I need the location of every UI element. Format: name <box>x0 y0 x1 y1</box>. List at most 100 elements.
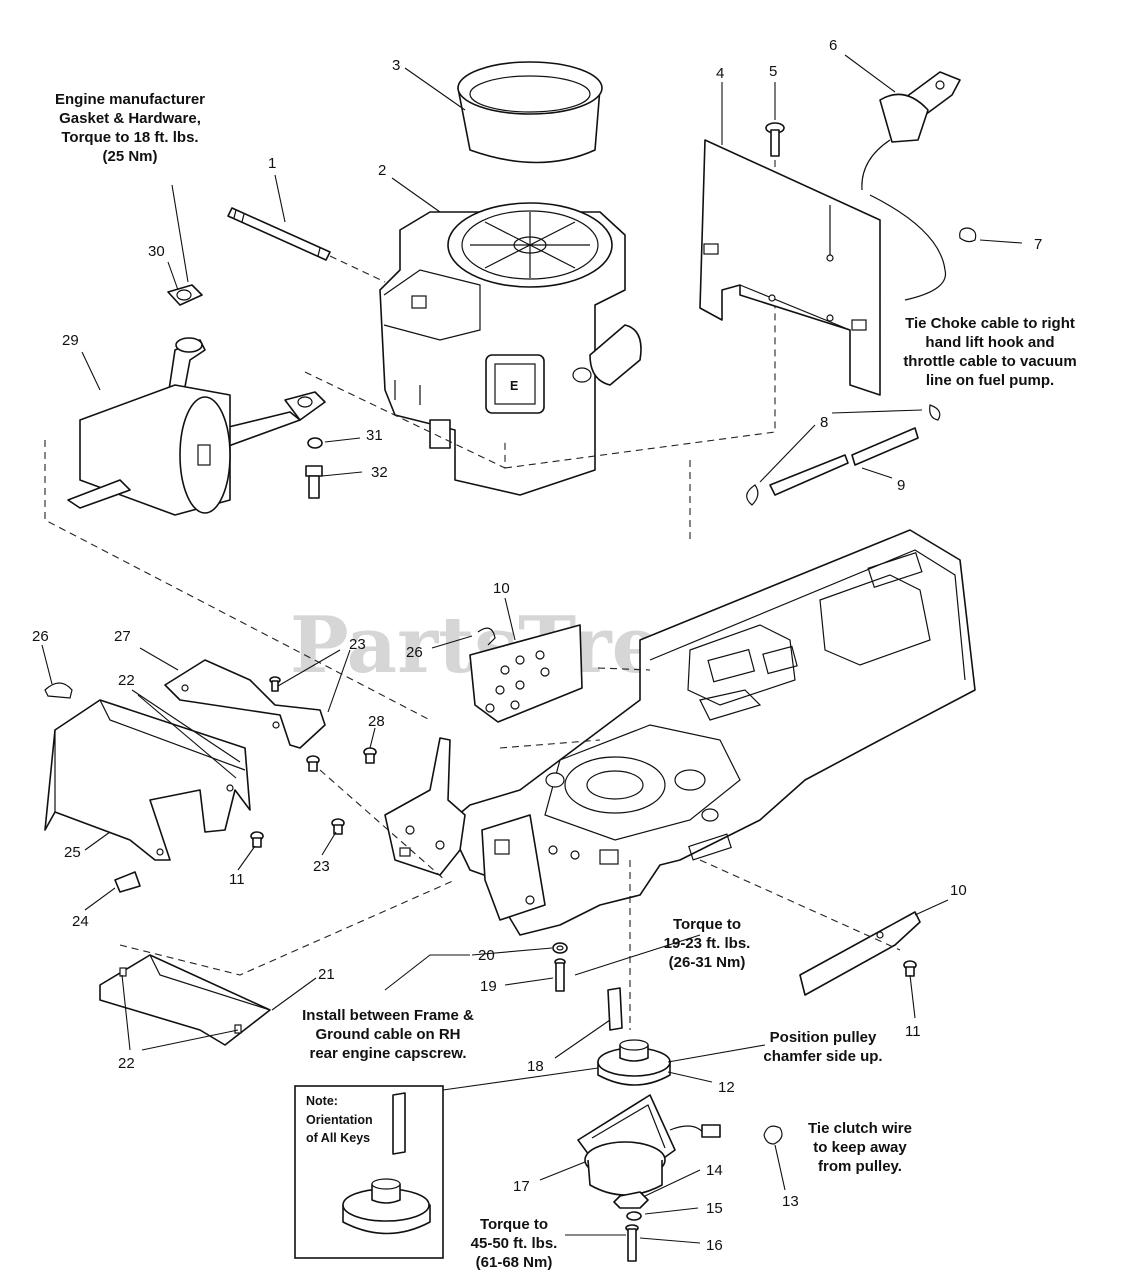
callout-25: 25 <box>64 844 81 861</box>
callout-13: 13 <box>782 1193 799 1210</box>
note-choke-line-4: line on fuel pump. <box>926 372 1054 389</box>
note-torque-clutch: Torque to 45-50 ft. lbs. (61-68 Nm) <box>471 1216 558 1271</box>
bolt-shield-rear <box>306 755 320 772</box>
callout-32: 32 <box>371 464 388 481</box>
callout-2: 2 <box>378 162 386 179</box>
callout-numbers: 1 2 3 4 5 6 7 8 9 10 10 11 11 12 13 14 1… <box>32 37 1042 1254</box>
callout-19: 19 <box>480 978 497 995</box>
engine: E <box>379 202 642 496</box>
throttle-control <box>861 71 961 301</box>
bolt-28 <box>363 747 377 764</box>
note-clutch-wire-line-3: from pulley. <box>818 1158 902 1175</box>
svg-text:E: E <box>510 379 518 393</box>
callout-12: 12 <box>718 1079 735 1096</box>
keys-note-line-3: of All Keys <box>306 1131 370 1145</box>
callout-16: 16 <box>706 1237 723 1254</box>
callout-23-lower: 23 <box>313 858 330 875</box>
callout-10-lower: 10 <box>950 882 967 899</box>
cable-clip <box>959 227 977 243</box>
note-clutch-wire-line-2: to keep away <box>813 1139 907 1156</box>
exhaust-bolt <box>305 465 323 499</box>
note-ground-line-3: rear engine capscrew. <box>309 1045 466 1062</box>
callout-18: 18 <box>527 1058 544 1075</box>
bolt-16 <box>625 1224 639 1262</box>
wire-clip-26-left <box>44 682 73 699</box>
note-torque-bolt-line-2: 19-23 ft. lbs. <box>664 935 751 952</box>
hoses <box>769 427 919 496</box>
callout-21: 21 <box>318 966 335 983</box>
note-pulley: Position pulley chamfer side up. <box>763 1029 882 1065</box>
clutch-wire-clip <box>763 1125 783 1145</box>
callout-11-right: 11 <box>905 1023 921 1040</box>
keys-note-line-2: Orientation <box>306 1113 373 1127</box>
note-choke-line-3: throttle cable to vacuum <box>903 353 1076 370</box>
bolt-11-left <box>250 831 264 848</box>
note-choke-line-2: hand lift hook and <box>925 334 1054 351</box>
note-clutch-wire: Tie clutch wire to keep away from pulley… <box>808 1120 912 1175</box>
key-18 <box>607 987 623 1031</box>
shield-bracket <box>164 659 326 749</box>
callout-14: 14 <box>706 1162 723 1179</box>
note-torque-clutch-line-1: Torque to <box>480 1216 548 1233</box>
bottom-shield <box>99 954 271 1046</box>
note-torque-bolt-line-1: Torque to <box>673 916 741 933</box>
lock-washer <box>307 437 323 449</box>
callout-10-upper: 10 <box>493 580 510 597</box>
wire-clip-26-right <box>477 627 496 646</box>
callout-28: 28 <box>368 713 385 730</box>
cable-ties <box>746 404 941 506</box>
callout-15: 15 <box>706 1200 723 1217</box>
note-gasket-line-2: Gasket & Hardware, <box>59 110 201 127</box>
electric-clutch <box>577 1094 721 1196</box>
callout-27: 27 <box>114 628 131 645</box>
washer-15 <box>626 1211 642 1221</box>
callout-3: 3 <box>392 57 400 74</box>
callout-8: 8 <box>820 414 828 431</box>
note-torque-clutch-line-2: 45-50 ft. lbs. <box>471 1235 558 1252</box>
callout-31: 31 <box>366 427 383 444</box>
air-filter-ring <box>457 61 603 164</box>
bolt-19 <box>554 958 566 992</box>
exhaust-gasket <box>167 284 203 306</box>
callout-11-left: 11 <box>229 871 245 888</box>
note-choke-line-1: Tie Choke cable to right <box>905 315 1075 332</box>
callout-9: 9 <box>897 477 905 494</box>
callout-24: 24 <box>72 913 89 930</box>
note-torque-bolt: Torque to 19-23 ft. lbs. (26-31 Nm) <box>664 916 751 971</box>
bolt-11-right <box>903 960 917 977</box>
callout-22-upper: 22 <box>118 672 135 689</box>
callout-26-left: 26 <box>32 628 49 645</box>
callout-23-upper: 23 <box>349 636 366 653</box>
callout-1: 1 <box>268 155 276 172</box>
note-clutch-wire-line-1: Tie clutch wire <box>808 1120 912 1137</box>
callout-20: 20 <box>478 947 495 964</box>
hex-nut-14 <box>613 1191 649 1209</box>
note-choke: Tie Choke cable to right hand lift hook … <box>903 315 1076 389</box>
callout-6: 6 <box>829 37 837 54</box>
callout-17: 17 <box>513 1178 530 1195</box>
callout-29: 29 <box>62 332 79 349</box>
bolt-23-upper <box>269 676 281 692</box>
note-pulley-line-1: Position pulley <box>770 1029 877 1046</box>
note-ground-line-2: Ground cable on RH <box>315 1026 460 1043</box>
tractor-frame <box>451 529 976 936</box>
dipstick-tube <box>227 207 386 283</box>
engine-mount-bracket <box>384 737 466 876</box>
callout-30: 30 <box>148 243 165 260</box>
leader-lines <box>41 54 1023 1244</box>
callout-26-right: 26 <box>406 644 423 661</box>
bracket-plate-lower <box>799 911 921 996</box>
key-orientation-box: Note: Orientation of All Keys <box>294 1085 444 1259</box>
muffler <box>67 337 326 516</box>
note-gasket-line-4: (25 Nm) <box>102 148 157 165</box>
note-gasket-line-3: Torque to 18 ft. lbs. <box>61 129 198 146</box>
callout-22-lower: 22 <box>118 1055 135 1072</box>
heat-shield-panel <box>699 139 881 396</box>
pulley <box>597 1039 671 1086</box>
note-ground-line-1: Install between Frame & <box>302 1007 474 1024</box>
keys-note-line-1: Note: <box>306 1094 338 1108</box>
bracket-plate-upper <box>469 624 583 723</box>
callout-5: 5 <box>769 63 777 80</box>
note-torque-clutch-line-3: (61-68 Nm) <box>476 1254 553 1271</box>
